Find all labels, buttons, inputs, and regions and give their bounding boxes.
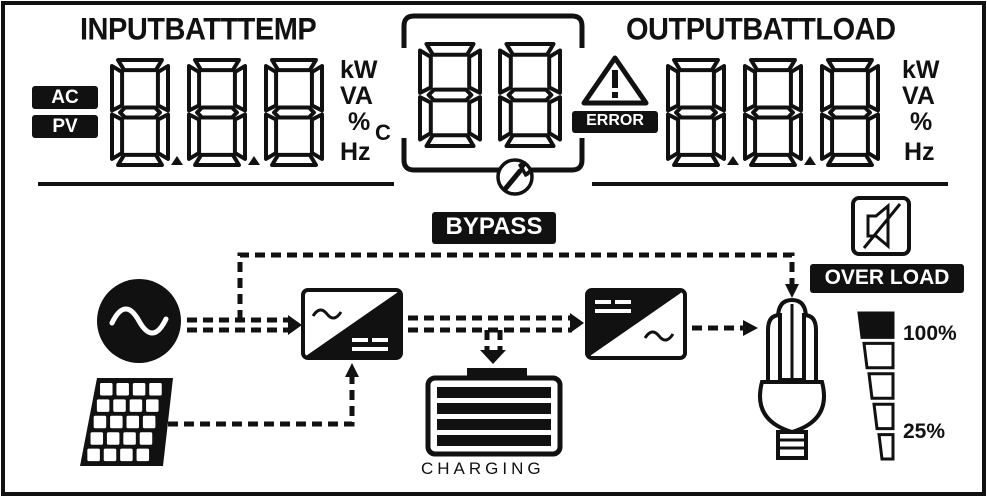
- decimal-point: [171, 156, 183, 165]
- fault-code-display: [418, 42, 562, 148]
- ac-badge: AC: [32, 86, 98, 109]
- solar-cell: [142, 415, 156, 429]
- battery-level-bar: [437, 403, 551, 414]
- solar-cell: [116, 383, 129, 396]
- power-flow-lines: [168, 252, 795, 427]
- input-group-label: INPUTBATTTEMP: [80, 11, 317, 48]
- load-level-icon: [857, 311, 895, 461]
- solar-cell: [139, 432, 153, 445]
- bypass-badge: BYPASS: [432, 212, 556, 244]
- battery-icon: [425, 368, 563, 457]
- load-level-bar: [877, 433, 895, 461]
- unit-kw-right: kW: [902, 56, 940, 84]
- solar-cell: [146, 399, 159, 412]
- warning-icon: [581, 55, 649, 106]
- segment-digit-2: [187, 58, 260, 167]
- segment-digit-8: [820, 58, 880, 167]
- solar-cell: [106, 432, 120, 445]
- unit-va-left: VA: [340, 82, 373, 110]
- center-display-frame: [401, 13, 585, 173]
- battery-level-bar: [437, 387, 551, 398]
- battery-level-bar: [437, 435, 551, 446]
- unit-hz-right: Hz: [904, 138, 935, 166]
- load-level-bar: [872, 402, 895, 431]
- solar-cell: [87, 448, 100, 462]
- solar-cell: [123, 432, 136, 445]
- bulb-icon: [758, 297, 826, 460]
- segment-digit-7: [743, 58, 816, 167]
- decimal-point: [727, 156, 739, 165]
- solar-cell: [93, 415, 107, 429]
- error-badge: ERROR: [572, 111, 658, 133]
- output-digits-display: [666, 58, 880, 167]
- unit-celsius-left: C: [375, 120, 391, 145]
- segment-digit-3: [264, 58, 324, 167]
- solar-cell: [90, 432, 104, 445]
- input-digits-display: [110, 58, 324, 167]
- solar-cell: [103, 448, 117, 462]
- inverter-icon: [301, 288, 403, 360]
- decimal-point: [804, 156, 816, 165]
- load-25-label: 25%: [903, 420, 946, 443]
- unit-va-right: VA: [902, 82, 935, 110]
- load-level-bar: [857, 311, 895, 339]
- charging-label: CHARGING: [421, 459, 545, 478]
- solar-cell: [126, 415, 139, 429]
- solar-cell: [136, 448, 150, 462]
- flow-arrowheads: [288, 284, 799, 377]
- segment-digit-5: [498, 42, 562, 148]
- overload-badge: OVER LOAD: [810, 264, 964, 293]
- solar-cell: [129, 399, 143, 412]
- solar-cell: [149, 383, 162, 396]
- speaker-mute-icon: [851, 196, 911, 256]
- solar-cell: [120, 448, 133, 462]
- load-level-bar: [862, 341, 895, 370]
- output-group-label: OUTPUTBATTLOAD: [626, 11, 896, 48]
- load-level-bar: [867, 372, 895, 400]
- wrench-icon: [496, 158, 534, 196]
- solar-cell: [100, 383, 113, 396]
- pv-badge: PV: [32, 115, 98, 138]
- unit-hz-left: Hz: [340, 138, 371, 166]
- unit-percent-left: %: [348, 108, 371, 136]
- segment-digit-4: [418, 42, 482, 148]
- unit-percent-right: %: [910, 108, 933, 136]
- inverter-icon-output: [585, 288, 687, 360]
- decimal-point: [248, 156, 260, 165]
- solar-cell: [96, 399, 110, 412]
- ac-sine-icon: [97, 279, 181, 363]
- solar-cell: [113, 399, 126, 412]
- segment-digit-1: [110, 58, 183, 167]
- solar-cell: [132, 383, 146, 396]
- load-100-label: 100%: [903, 322, 957, 345]
- segment-digit-6: [666, 58, 739, 167]
- unit-kw-left: kW: [340, 56, 378, 84]
- battery-level-bar: [437, 419, 551, 430]
- solar-panel-icon: [80, 378, 173, 466]
- solar-cell: [110, 415, 123, 429]
